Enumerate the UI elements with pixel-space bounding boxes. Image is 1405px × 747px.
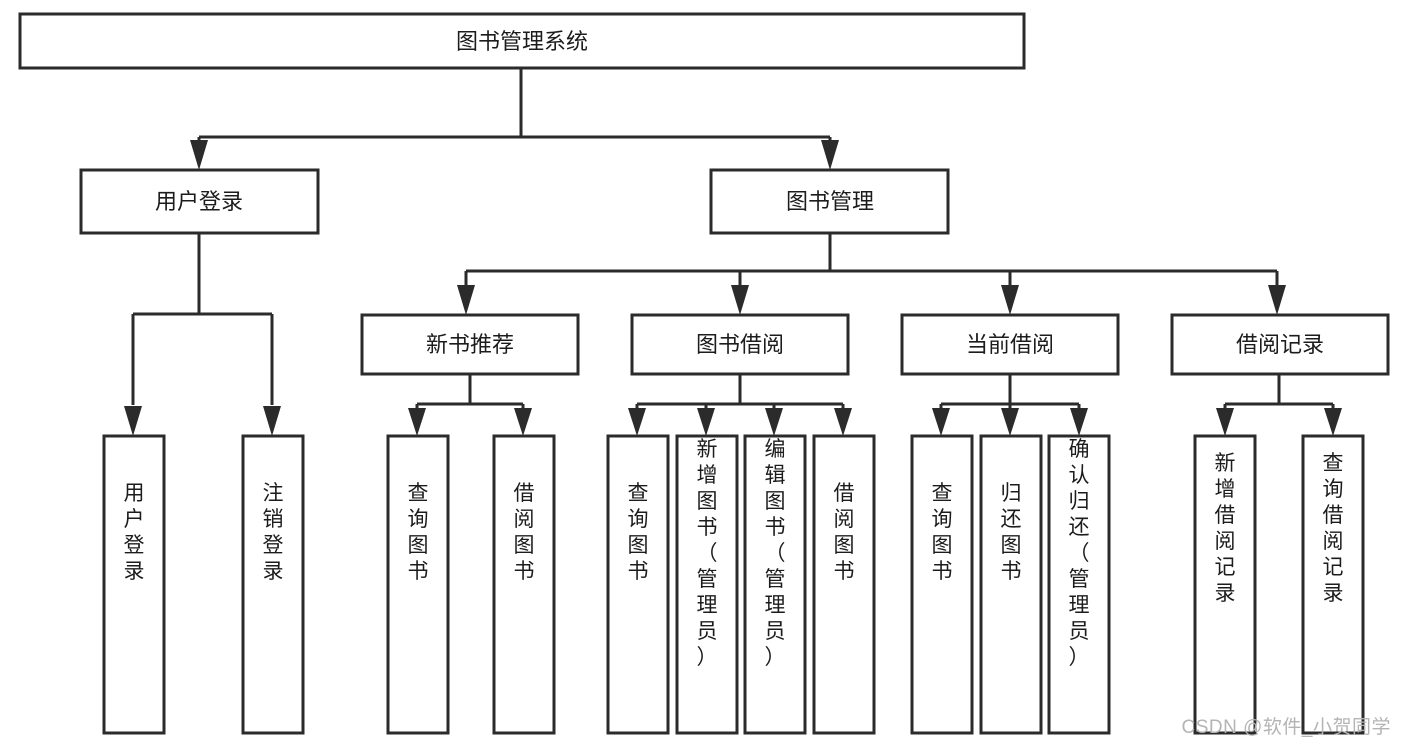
- node-new-book-recommend-label: 新书推荐: [426, 332, 514, 357]
- node-root-system[interactable]: 图书管理系统: [18, 12, 1026, 70]
- leaf-node-logout-box[interactable]: [241, 434, 305, 735]
- arrow-head-currentborrow: [1001, 285, 1019, 315]
- node-new-book-recommend-box[interactable]: [360, 313, 580, 376]
- leaf-node-query-book-current-label: 查询图书: [932, 482, 953, 583]
- leaf-node-query-book-recommend-box[interactable]: [386, 434, 450, 735]
- arrow-head-leaf-query-book-2: [628, 408, 646, 436]
- leaf-node-add-book-box[interactable]: [675, 434, 739, 735]
- arrow-head-newbook: [457, 285, 475, 315]
- leaf-node-query-book-borrow-label: 查询图书: [628, 482, 649, 583]
- arrow-head-leaf-query-book-1: [408, 408, 426, 436]
- node-book-management-label: 图书管理: [786, 189, 874, 214]
- node-book-management-box[interactable]: [709, 168, 950, 235]
- leaf-node-query-book-recommend[interactable]: 查询图书: [386, 434, 450, 735]
- arrow-head-leaf-borrow-book-2: [834, 408, 852, 436]
- arrow-head-leaf-edit-book: [765, 408, 783, 436]
- node-book-management[interactable]: 图书管理: [709, 168, 950, 235]
- node-book-borrow[interactable]: 图书借阅: [630, 313, 850, 376]
- leaf-node-confirm-return-box[interactable]: [1047, 434, 1111, 735]
- arrow-head-leaf-query-record: [1324, 408, 1342, 436]
- arrow-head-leaf-logout: [263, 406, 281, 436]
- leaf-node-user-login-label: 用户登录: [124, 482, 145, 583]
- leaf-node-logout-label: 注销登录: [263, 482, 284, 583]
- leaf-node-edit-book[interactable]: 编辑图书（管理员）: [743, 434, 807, 735]
- leaf-node-query-book-recommend-label: 查询图书: [408, 482, 429, 583]
- arrow-head-leaf-query-book-3: [932, 408, 950, 436]
- leaf-node-query-book-borrow-box[interactable]: [606, 434, 670, 735]
- node-book-borrow-label: 图书借阅: [696, 332, 784, 357]
- leaf-node-borrow-book-box[interactable]: [812, 434, 876, 735]
- leaf-node-borrow-book-recommend-label: 借阅图书: [514, 482, 535, 583]
- arrow-head-bookborrow: [731, 285, 749, 315]
- node-new-book-recommend[interactable]: 新书推荐: [360, 313, 580, 376]
- leaf-node-user-login-box[interactable]: [102, 434, 166, 735]
- leaf-node-add-borrow-record-label: 新增借阅记录: [1215, 452, 1236, 605]
- arrow-head-bookmgmt: [821, 140, 839, 170]
- arrow-head-leaf-add-book: [697, 408, 715, 436]
- leaf-node-query-borrow-record-label: 查询借阅记录: [1323, 452, 1344, 605]
- arrow-head-leaf-borrow-book-1: [514, 408, 532, 436]
- node-current-borrow[interactable]: 当前借阅: [900, 313, 1120, 376]
- node-current-borrow-label: 当前借阅: [966, 332, 1054, 357]
- arrow-head-leaf-add-record: [1216, 408, 1234, 436]
- leaf-node-edit-book-box[interactable]: [743, 434, 807, 735]
- leaf-node-return-book-label: 归还图书: [1001, 482, 1022, 583]
- leaf-node-query-borrow-record-box[interactable]: [1301, 434, 1365, 735]
- arrow-head-leaf-confirm-return: [1070, 408, 1088, 436]
- connector-layer: [124, 68, 1342, 436]
- leaf-node-add-borrow-record-box[interactable]: [1193, 434, 1257, 735]
- leaf-node-confirm-return-label: 确认归还（管理员）: [1069, 438, 1090, 669]
- node-book-borrow-box[interactable]: [630, 313, 850, 376]
- node-current-borrow-box[interactable]: [900, 313, 1120, 376]
- node-user-login[interactable]: 用户登录: [79, 168, 320, 235]
- node-user-login-box[interactable]: [79, 168, 320, 235]
- node-borrow-record[interactable]: 借阅记录: [1170, 313, 1390, 376]
- leaf-node-logout[interactable]: 注销登录: [241, 434, 305, 735]
- node-user-login-label: 用户登录: [155, 189, 243, 214]
- leaf-node-borrow-book-recommend[interactable]: 借阅图书: [492, 434, 556, 735]
- leaf-node-query-book-current-box[interactable]: [910, 434, 974, 735]
- arrow-head-borrowrecord: [1268, 285, 1286, 315]
- arrow-head-leaf-user-login: [124, 406, 142, 436]
- node-root-system-box[interactable]: [18, 12, 1026, 70]
- leaf-node-return-book[interactable]: 归还图书: [979, 434, 1043, 735]
- leaf-node-borrow-book-label: 借阅图书: [834, 482, 855, 583]
- leaf-node-borrow-book-recommend-box[interactable]: [492, 434, 556, 735]
- leaf-node-query-book-borrow[interactable]: 查询图书: [606, 434, 670, 735]
- arrow-head-leaf-return-book: [1001, 408, 1019, 436]
- leaf-node-query-borrow-record[interactable]: 查询借阅记录: [1301, 434, 1365, 735]
- leaf-node-user-login[interactable]: 用户登录: [102, 434, 166, 735]
- leaf-node-borrow-book[interactable]: 借阅图书: [812, 434, 876, 735]
- arrow-head-userlogin: [190, 140, 208, 170]
- leaf-node-add-book-label: 新增图书（管理员）: [697, 438, 718, 669]
- node-borrow-record-box[interactable]: [1170, 313, 1390, 376]
- node-borrow-record-label: 借阅记录: [1236, 332, 1324, 357]
- leaf-node-add-book[interactable]: 新增图书（管理员）: [675, 434, 739, 735]
- leaf-node-return-book-box[interactable]: [979, 434, 1043, 735]
- node-root-system-label: 图书管理系统: [456, 29, 588, 54]
- leaf-node-confirm-return[interactable]: 确认归还（管理员）: [1047, 434, 1111, 735]
- leaf-node-edit-book-label: 编辑图书（管理员）: [765, 438, 786, 669]
- leaf-node-query-book-current[interactable]: 查询图书: [910, 434, 974, 735]
- leaf-node-add-borrow-record[interactable]: 新增借阅记录: [1193, 434, 1257, 735]
